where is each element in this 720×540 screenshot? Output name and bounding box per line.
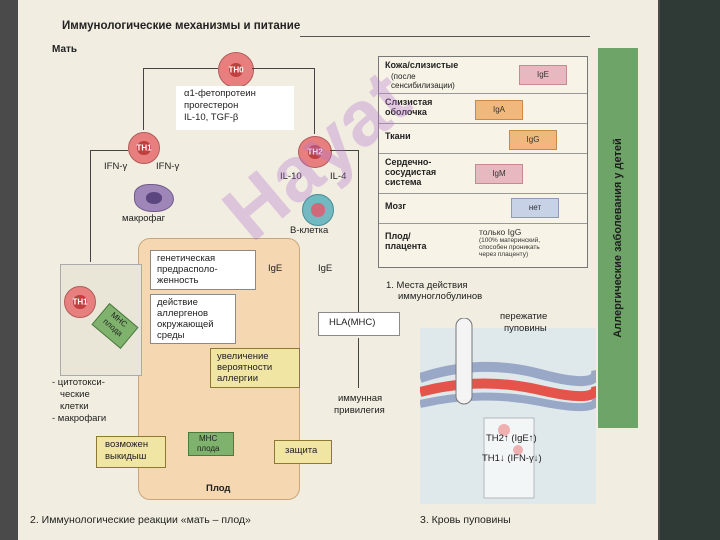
chapter-tab: Аллергические заболевания у детей	[598, 48, 638, 428]
clamp-label-2: пуповины	[504, 323, 547, 334]
il10-label: IL-10	[280, 171, 302, 182]
cytotoxic-line-3: клетки	[60, 401, 89, 412]
ifn-gamma-right: IFN-γ	[156, 161, 180, 172]
b-cell-label: В-клетка	[290, 225, 329, 236]
table-row: Кожа/слизистые (после сенсибилизации) Ig…	[379, 57, 587, 93]
table-row: Ткани IgG	[379, 123, 587, 154]
allergen-box: действие аллергенов окружающей среды	[150, 294, 236, 344]
b-cell-icon	[302, 194, 334, 226]
genetic-box: генетическая предрасполо- женность	[150, 250, 256, 290]
figure-2-caption: 2. Иммунологические реакции «мать – плод…	[30, 514, 251, 526]
ige-inner: IgE	[268, 263, 283, 274]
figure-1-caption-1: 1. Места действия	[386, 280, 468, 291]
mother-label: Мать	[52, 44, 78, 55]
protection-box: защита	[274, 440, 332, 464]
hla-box: HLA(MHC)	[318, 312, 400, 336]
connector	[358, 338, 359, 388]
info-box: α1-фетопротеин прогестерон IL-10, TGF-β	[176, 86, 294, 130]
th2-ige-line: TH2↑ (IgE↑)	[486, 433, 537, 444]
cytotoxic-line-4: - макрофаги	[52, 413, 107, 424]
connector	[143, 68, 144, 130]
table-row: Слизистая оболочка IgA	[379, 93, 587, 124]
ige-outer: IgE	[318, 263, 333, 274]
th1-cell: TH1	[128, 132, 160, 164]
connector	[314, 68, 315, 134]
miscarriage-box: возможен выкидыш	[96, 436, 166, 468]
immune-privilege-1: иммунная	[338, 393, 383, 404]
macrophage-icon	[134, 184, 174, 212]
il4-label: IL-4	[330, 171, 347, 182]
th0-cell: TH0	[218, 52, 254, 88]
th2-cell: TH2	[298, 136, 332, 168]
fetal-th1-cell: TH1	[64, 286, 96, 318]
ifn-gamma-left: IFN-γ	[104, 161, 128, 172]
connector	[90, 150, 128, 151]
clamp-label-1: пережатие	[500, 311, 548, 322]
allergy-probability-box: увеличение вероятности аллергии	[210, 348, 300, 388]
fetus-label: Плод	[206, 483, 231, 494]
connector	[252, 68, 314, 69]
mhc-fetal-tag-2: MHC плода	[188, 432, 234, 456]
title-rule	[300, 36, 590, 37]
figure-3-caption: 3. Кровь пуповины	[420, 514, 511, 526]
cytotoxic-line-2: ческие	[60, 389, 90, 400]
connector	[143, 68, 218, 69]
cord-blood-figure: пережатие пуповины TH2↑ (IgE↑) TH1↓ (IFN…	[418, 311, 602, 504]
connector	[90, 150, 91, 262]
page-title: Иммунологические механизмы и питание	[62, 20, 301, 32]
th1-ifn-line: TH1↓ (IFN-γ↓)	[482, 453, 542, 464]
macrophage-label: макрофаг	[122, 213, 166, 224]
table-row: Мозг нет	[379, 193, 587, 224]
table-row: Плод/ плацента только IgG (100% материнс…	[379, 223, 587, 268]
connector	[330, 150, 358, 151]
figure-1-caption-2: иммуноглобулинов	[398, 291, 483, 302]
table-row: Сердечно- сосудистая система IgM	[379, 153, 587, 194]
chapter-tab-label: Аллергические заболевания у детей	[612, 138, 624, 338]
cytotoxic-line-1: - цитотокси-	[52, 377, 105, 388]
immune-privilege-2: привилегия	[334, 405, 385, 416]
cord-blood-illustration	[418, 317, 602, 504]
book-binding	[660, 0, 720, 540]
immunoglobulin-table: Кожа/слизистые (после сенсибилизации) Ig…	[378, 56, 588, 268]
connector	[358, 150, 359, 312]
